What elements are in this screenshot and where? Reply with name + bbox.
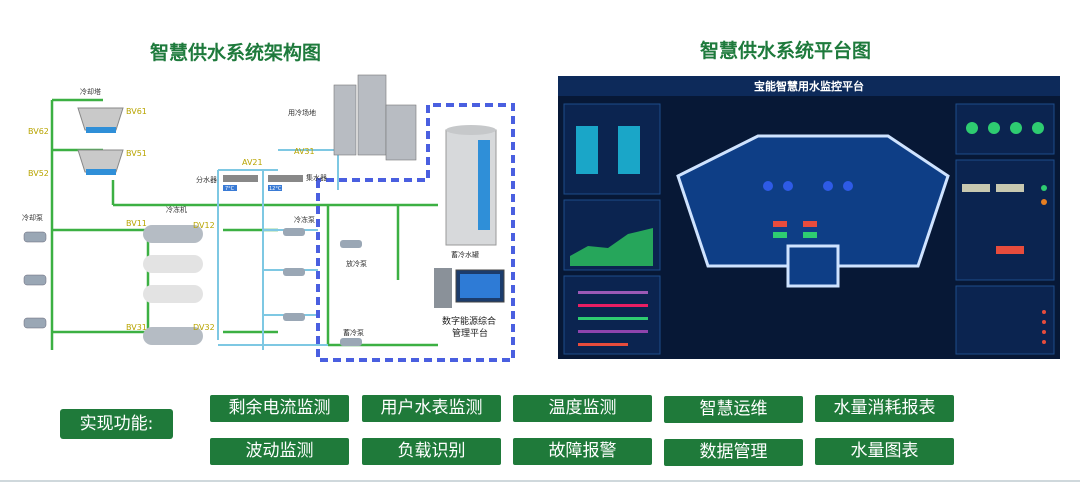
dv32-label: DV32 xyxy=(193,323,215,332)
freezer-pump-label: 冷冻泵 xyxy=(294,215,315,224)
av21-label: AV21 xyxy=(242,158,263,167)
feature-temperature: 温度监测 xyxy=(513,395,652,422)
collector-label: 集水器 xyxy=(306,173,327,182)
architecture-diagram: 冷却塔 BV61 BV51 BV62 BV52 冷却泵 冷冻机 BV11 BV3… xyxy=(22,74,515,362)
platform-header: 宝能智慧用水监控平台 xyxy=(754,79,864,93)
cooling-tower-label: 冷却塔 xyxy=(80,87,101,96)
feature-load-identification: 负载识别 xyxy=(362,438,501,465)
bv51-label: BV51 xyxy=(126,149,147,158)
feature-data-management: 数据管理 xyxy=(664,439,803,466)
feature-consumption-report: 水量消耗报表 xyxy=(815,395,954,422)
av31-label: AV31 xyxy=(294,147,315,156)
bv62-label: BV62 xyxy=(28,127,49,136)
platform-screenshot: 宝能智慧用水监控平台 xyxy=(558,76,1060,359)
cold-pump-label: 冷却泵 xyxy=(22,213,43,222)
storage-tank-label: 蓄冷水罐 xyxy=(451,250,479,259)
bv11-label: BV11 xyxy=(126,219,147,228)
feature-user-meter: 用户水表监测 xyxy=(362,395,501,422)
architecture-title: 智慧供水系统架构图 xyxy=(150,42,322,64)
building-label: 用冷场地 xyxy=(288,108,316,117)
platform-title: 智慧供水系统平台图 xyxy=(700,40,872,62)
release-pump-label: 放冷泵 xyxy=(346,259,367,268)
storage-pump-label: 蓄冷泵 xyxy=(343,328,364,337)
feature-residual-current: 剩余电流监测 xyxy=(210,395,349,422)
feature-water-chart: 水量图表 xyxy=(815,438,954,465)
divider-label: 分水器 xyxy=(196,175,217,184)
features-label: 实现功能: xyxy=(60,409,173,439)
platform-label-2: 管理平台 xyxy=(452,327,488,339)
bv52-label: BV52 xyxy=(28,169,49,178)
bv61-label: BV61 xyxy=(126,107,147,116)
platform-label: 数字能源综合 xyxy=(442,315,496,327)
dv12-label: DV12 xyxy=(193,221,215,230)
feature-fluctuation: 波动监测 xyxy=(210,438,349,465)
chiller-label: 冷冻机 xyxy=(166,205,187,214)
feature-smart-ops: 智慧运维 xyxy=(664,396,803,423)
bottom-divider xyxy=(0,480,1080,482)
bv31-label: BV31 xyxy=(126,323,147,332)
temp-12-label: 12°C xyxy=(269,186,282,192)
feature-fault-alarm: 故障报警 xyxy=(513,438,652,465)
temp-7-label: 7°C xyxy=(225,186,235,192)
